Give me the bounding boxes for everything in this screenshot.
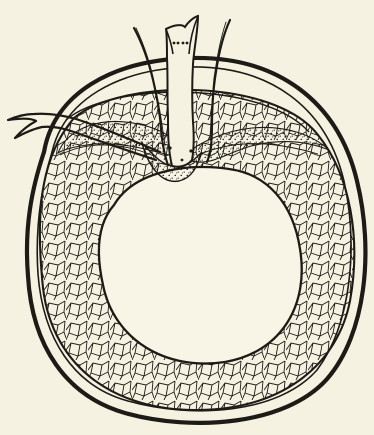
central-cavity xyxy=(99,167,302,364)
